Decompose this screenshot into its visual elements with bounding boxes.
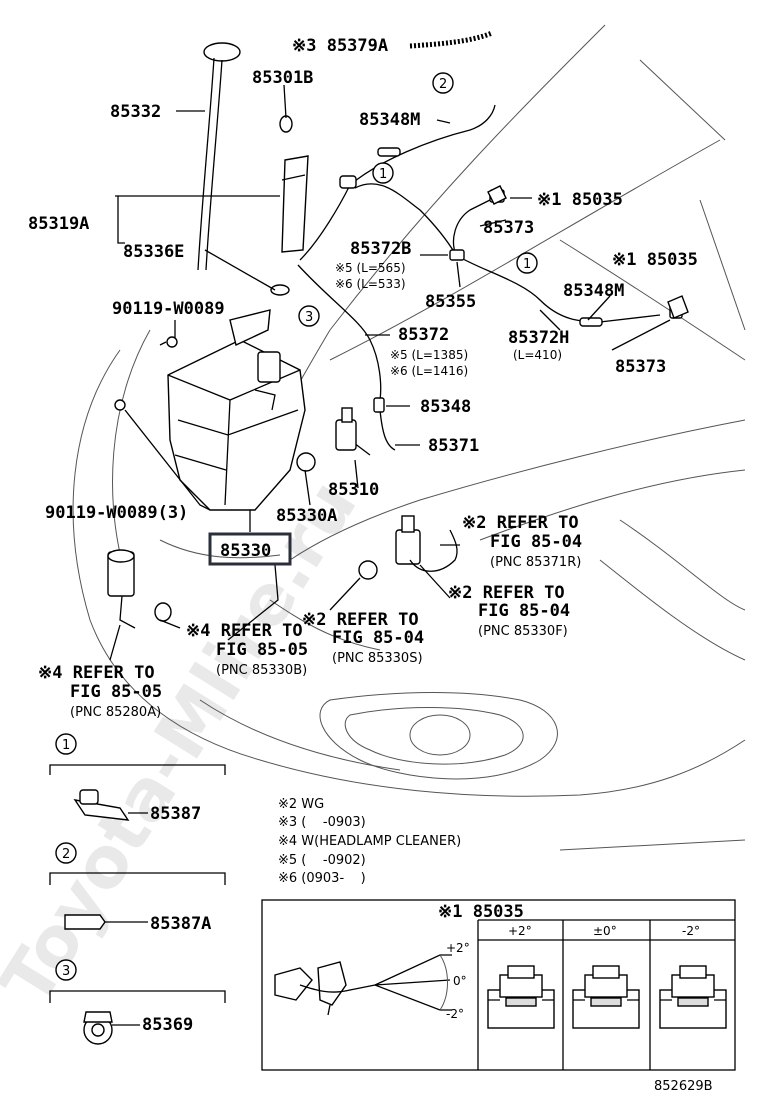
callout-90119-lower: 90119-W0089(3) [45, 503, 188, 523]
callout-85355: 85355 [425, 292, 476, 312]
ref-85280A-line2: FIG 85-05 [70, 682, 162, 702]
callout-85310: 85310 [328, 480, 379, 500]
ref-85330B-line2: FIG 85-05 [216, 640, 308, 660]
detail-col-minus2: -2° [682, 924, 700, 938]
filler-neck [197, 42, 309, 296]
callout-85373-upper: 85373 [483, 218, 534, 238]
clip-legend: 1 85387 2 85387A 3 85369 [49, 733, 226, 1045]
callout-85348: 85348 [420, 397, 471, 417]
callout-85330: 85330 [220, 541, 271, 561]
note-5: ※5 ( -0902) [278, 853, 366, 868]
ref-85330F-line3: (PNC 85330F) [478, 624, 568, 639]
callout-85035-right: ※1 85035 [612, 250, 698, 270]
callout-85372: 85372 [398, 325, 449, 345]
circle-ref-3: 3 [305, 310, 313, 325]
ref-85330F-line1: ※2 REFER TO [448, 583, 565, 603]
part-callouts: ※3 85379A 85301B 85332 85348M ※1 85035 8… [28, 36, 698, 720]
note-4: ※4 W(HEADLAMP CLEANER) [278, 834, 461, 849]
nozzle-view-minus2 [659, 965, 727, 1029]
circle-references: 2 1 1 3 [298, 72, 538, 327]
detail-angle-mid: 0° [453, 974, 467, 988]
figure-code: 852629B [654, 1079, 713, 1094]
ref-85280A-line1: ※4 REFER TO [38, 663, 155, 683]
callout-85348M-upper: 85348M [359, 110, 420, 130]
legend-2-number: 2 [62, 847, 70, 862]
callout-85336E: 85336E [123, 242, 184, 262]
circle-ref-2: 2 [439, 77, 447, 92]
note-2: ※2 WG [278, 797, 324, 812]
callout-85372H: 85372H [508, 328, 569, 348]
callout-85371: 85371 [428, 436, 479, 456]
callout-90119-upper: 90119-W0089 [112, 299, 225, 319]
callout-85319A: 85319A [28, 214, 89, 234]
legend-1-part: 85387 [150, 804, 201, 824]
ref-85330B-line3: (PNC 85330B) [216, 663, 307, 678]
callout-85330A: 85330A [276, 506, 337, 526]
callout-85372B-length-5: ※5 (L=565) [335, 261, 406, 275]
legend-3-part: 85369 [142, 1015, 193, 1035]
callout-85373-right: 85373 [615, 357, 666, 377]
ref-85280A-line3: (PNC 85280A) [70, 705, 161, 720]
nozzle-view-plus2 [487, 965, 555, 1029]
detail-angle-top: +2° [446, 941, 470, 955]
callout-85372-length-6: ※6 (L=1416) [390, 364, 468, 378]
ref-85371R-line3: (PNC 85371R) [490, 555, 581, 570]
footnotes: ※2 WG ※3 ( -0903) ※4 W(HEADLAMP CLEANER)… [278, 797, 461, 886]
callout-85348M-right: 85348M [563, 281, 624, 301]
callout-85035-upper: ※1 85035 [537, 190, 623, 210]
nozzle-view-zero [572, 965, 640, 1029]
circle-ref-1-upper: 1 [379, 167, 387, 182]
washer-nozzles [487, 185, 689, 319]
ref-85330B-line1: ※4 REFER TO [186, 621, 303, 641]
ref-85330F-line2: FIG 85-04 [478, 601, 570, 621]
callout-85330-highlight-box [208, 532, 292, 566]
callout-85372B: 85372B [350, 239, 411, 259]
circle-ref-1-right: 1 [523, 257, 531, 272]
ref-85330S-line3: (PNC 85330S) [332, 651, 423, 666]
legend-3-number: 3 [62, 964, 70, 979]
washer-tank [167, 309, 306, 511]
leader-lines [109, 84, 671, 661]
bolts [114, 336, 178, 411]
hose-85379A [409, 30, 493, 49]
ref-85371R-line2: FIG 85-04 [490, 532, 582, 552]
detail-title: ※1 85035 [438, 902, 524, 922]
legend-1-number: 1 [62, 738, 70, 753]
note-3: ※3 ( -0903) [278, 815, 366, 830]
detail-col-zero: ±0° [593, 924, 617, 938]
ref-85330S-line2: FIG 85-04 [332, 628, 424, 648]
nozzle-angle-detail-box: ※1 85035 +2° ±0° -2° +2° 0° -2° [261, 899, 736, 1071]
legend-2-part: 85387A [150, 914, 211, 934]
detail-col-plus2: +2° [508, 924, 532, 938]
detail-angle-bot: -2° [446, 1007, 464, 1021]
callout-85332: 85332 [110, 102, 161, 122]
washer-pumps [107, 407, 458, 629]
vehicle-body-outline [72, 24, 746, 851]
ref-85371R-line1: ※2 REFER TO [462, 513, 579, 533]
callout-85372H-length: (L=410) [513, 348, 562, 362]
callout-85301B: 85301B [252, 68, 313, 88]
ref-85330S-line1: ※2 REFER TO [302, 610, 419, 630]
note-6: ※6 (0903- ) [278, 871, 366, 886]
callout-85372B-length-6: ※6 (L=533) [335, 277, 406, 291]
callout-85379A: ※3 85379A [292, 36, 388, 56]
callout-85372-length-5: ※5 (L=1385) [390, 348, 468, 362]
